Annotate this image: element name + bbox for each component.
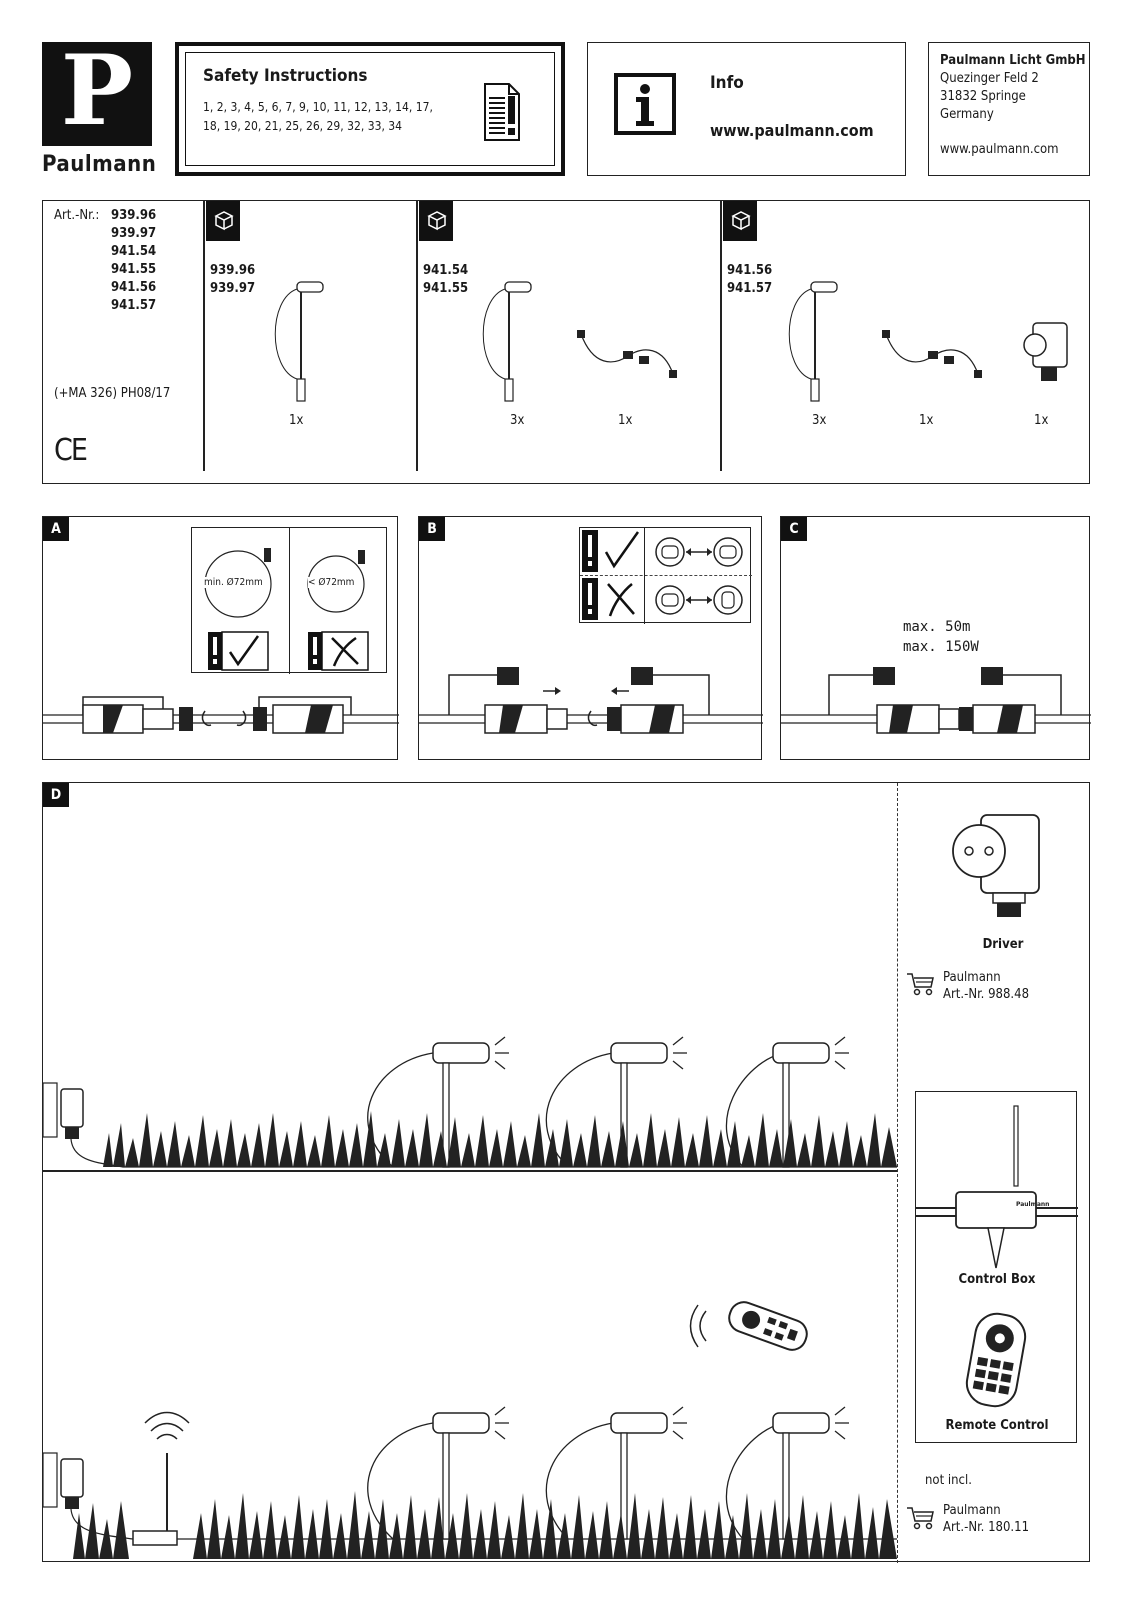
plug-match-ok-icon: [655, 537, 743, 567]
logo-letter: P: [60, 34, 134, 147]
spotlight-icon: [788, 281, 838, 402]
art-nr-1: 939.96: [111, 208, 157, 223]
package-3-code-2: 941.57: [727, 281, 773, 296]
package-3-qty-3: 1x: [1034, 413, 1049, 428]
article-note: (+MA 326) PH08/17: [54, 386, 171, 401]
box-outline-icon: [427, 211, 447, 231]
connected-plug-diagram: [781, 667, 1091, 734]
art-nr-4: 941.55: [111, 262, 157, 277]
y-connector-cable-icon: [882, 330, 982, 378]
light-rays: [494, 1036, 849, 1070]
power-driver-icon: [1023, 322, 1068, 381]
not-included-note: not incl.: [925, 1473, 972, 1488]
bend-ok-label: min. Ø72mm: [204, 577, 263, 588]
control-box-icon: Paulmann: [916, 1105, 1078, 1269]
cross-bad-icon: [308, 631, 369, 671]
optional-accessories-box: Paulmann Control Box Remote Control: [915, 1091, 1078, 1443]
bend-radius-box: min. Ø72mm < Ø72mm: [191, 527, 387, 674]
plug-match-bad-icon: [655, 585, 743, 615]
shopping-cart-icon: [907, 1507, 934, 1530]
package-1-code-2: 939.97: [210, 281, 256, 296]
package-1-qty-1: 1x: [289, 413, 304, 428]
ce-mark: CE: [54, 433, 88, 468]
box-outline-icon: [731, 211, 751, 231]
address-company: Paulmann Licht GmbH: [940, 53, 1086, 68]
info-title: Info: [710, 73, 744, 93]
safety-title: Safety Instructions: [203, 66, 368, 86]
grass: [103, 1111, 897, 1167]
package-icon: [723, 201, 757, 241]
check-ok-icon: [582, 530, 640, 572]
box-outline-icon: [214, 211, 234, 231]
spotlight-icon: [274, 281, 324, 402]
info-icon: [614, 73, 676, 135]
logo-brand: Paulmann: [42, 152, 157, 177]
connector-screw-diagram: [43, 696, 399, 734]
control-box-label: Control Box: [958, 1272, 1036, 1287]
info-box: Info www.paulmann.com: [587, 42, 906, 176]
spotlight-icon: [482, 281, 532, 402]
package-1-code-1: 939.96: [210, 263, 256, 278]
panel-c-tag: C: [781, 517, 807, 541]
max-length-text: max. 50m: [903, 619, 971, 635]
art-nr-6: 941.57: [111, 298, 157, 313]
cross-bad-icon: [582, 578, 635, 620]
paulmann-logo: P Paulmann: [42, 36, 156, 177]
remote-brand: Paulmann: [943, 1503, 1001, 1518]
y-connector-cable-icon: [577, 330, 677, 378]
bend-bad-label: < Ø72mm: [308, 577, 355, 588]
package-contents-box: Art.-Nr.: 939.96 939.97 941.54 941.55 94…: [42, 200, 1090, 484]
panel-d: D: [42, 782, 1090, 1563]
garden-scene-radio: [42, 1406, 897, 1559]
panel-b-tag: B: [419, 517, 445, 541]
driver-icon: [952, 814, 1040, 917]
panel-c: C max. 50m max. 150W: [780, 516, 1091, 760]
garden-scene-wired: [42, 1036, 897, 1168]
package-icon: [206, 201, 240, 241]
driver-label: Driver: [982, 937, 1024, 952]
remote-control-front-icon: [965, 1312, 1027, 1408]
art-nr-5: 941.56: [111, 280, 157, 295]
info-url[interactable]: www.paulmann.com: [710, 121, 874, 140]
address-url[interactable]: www.paulmann.com: [940, 142, 1059, 157]
art-nr-label: Art.-Nr.:: [54, 208, 100, 223]
connector-plug-diagram: [419, 667, 763, 734]
address-country: Germany: [940, 107, 994, 122]
driver-art-nr: Art.-Nr. 988.48: [943, 987, 1030, 1002]
package-3-code-1: 941.56: [727, 263, 773, 278]
art-nr-2: 939.97: [111, 226, 157, 241]
package-2-code-2: 941.55: [423, 281, 469, 296]
panel-a-tag: A: [43, 517, 69, 541]
address-city: 31832 Springe: [940, 89, 1026, 104]
spotlights: [432, 1042, 830, 1168]
address-box: Paulmann Licht GmbH Quezinger Feld 2 318…: [928, 42, 1090, 176]
package-2-qty-1: 3x: [510, 413, 525, 428]
control-box-logo: Paulmann: [1016, 1201, 1049, 1208]
safety-numbers-2: 18, 19, 20, 21, 25, 26, 29, 32, 33, 34: [203, 119, 403, 133]
plug-orientation-box: [579, 527, 752, 624]
remote-control-label: Remote Control: [945, 1418, 1049, 1433]
driver-brand: Paulmann: [943, 970, 1001, 985]
art-nr-3: 941.54: [111, 244, 157, 259]
remote-control-icon: [689, 1301, 808, 1351]
remote-art-nr: Art.-Nr. 180.11: [943, 1520, 1030, 1535]
package-2-code-1: 941.54: [423, 263, 469, 278]
check-ok-icon: [208, 631, 269, 671]
package-3-qty-1: 3x: [812, 413, 827, 428]
safety-instructions-box: Safety Instructions 1, 2, 3, 4, 5, 6, 7,…: [175, 42, 565, 176]
max-power-text: max. 150W: [903, 639, 979, 655]
panel-b: B: [418, 516, 763, 760]
package-icon: [419, 201, 453, 241]
panel-d-tag: D: [43, 783, 69, 807]
address-street: Quezinger Feld 2: [940, 71, 1039, 86]
warning-document-icon: [484, 83, 520, 141]
panel-a: A min. Ø72mm < Ø72mm: [42, 516, 399, 760]
package-3-qty-2: 1x: [919, 413, 934, 428]
shopping-cart-icon: [907, 973, 934, 996]
safety-numbers-1: 1, 2, 3, 4, 5, 6, 7, 9, 10, 11, 12, 13, …: [203, 100, 433, 114]
package-2-qty-2: 1x: [618, 413, 633, 428]
